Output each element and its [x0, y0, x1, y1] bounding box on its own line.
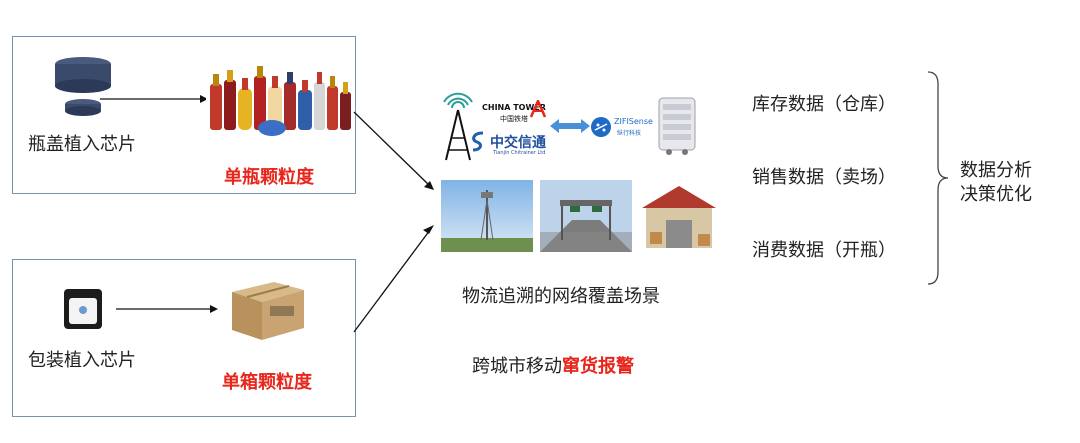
highway-gantry-photo	[540, 180, 632, 252]
zifisense-en: ZIFISense	[614, 117, 653, 126]
converging-arrows	[353, 111, 434, 333]
china-tower-logo-icon	[443, 92, 473, 161]
arrow-tag-to-box	[116, 305, 218, 313]
china-tower-cn: 中国铁塔	[500, 115, 528, 123]
zifisense-logo-icon	[591, 117, 611, 137]
carton-box-image	[232, 282, 304, 340]
zifisense-cn: 纵行科技	[617, 130, 642, 137]
alarm-text: 跨城市移动窜货报警	[472, 352, 634, 378]
bottle-cap-icon	[55, 57, 111, 116]
arrow-cap-to-bottles	[100, 95, 208, 103]
chip-tag-icon	[64, 289, 102, 329]
sales-data-label: 销售数据（卖场）	[752, 167, 896, 188]
cell-tower-photo	[441, 180, 533, 252]
box-granularity-label: 单箱颗粒度	[222, 372, 312, 393]
alarm-prefix: 跨城市移动	[472, 356, 562, 377]
bidirectional-arrow-icon	[550, 119, 590, 133]
zhongjiao-cn: 中交信通	[490, 135, 546, 151]
inventory-data-label: 库存数据（仓库）	[752, 94, 896, 115]
alarm-highlight: 窜货报警	[562, 356, 634, 377]
tower-a-icon	[530, 100, 546, 118]
box-chip-box	[12, 259, 356, 417]
bottle-chip-label: 瓶盖植入芯片	[28, 134, 136, 155]
scene-caption: 物流追溯的网络覆盖场景	[462, 286, 660, 307]
decision-line2: 决策优化	[960, 184, 1032, 205]
decision-line1: 数据分析	[960, 160, 1032, 181]
bottle-granularity-label: 单瓶颗粒度	[224, 167, 314, 188]
right-brace	[927, 71, 949, 285]
gateway-device-image	[658, 97, 696, 155]
warehouse-photo	[638, 180, 720, 252]
liquor-bottles-image	[206, 62, 354, 138]
zhongjiao-logo-icon	[472, 131, 484, 152]
consumption-data-label: 消费数据（开瓶）	[752, 240, 896, 261]
china-tower-en: CHINA TOWER	[482, 103, 546, 112]
zhongjiao-en: Tianjin Chitrainer Ltd	[493, 150, 546, 156]
box-chip-label: 包装植入芯片	[28, 350, 136, 371]
